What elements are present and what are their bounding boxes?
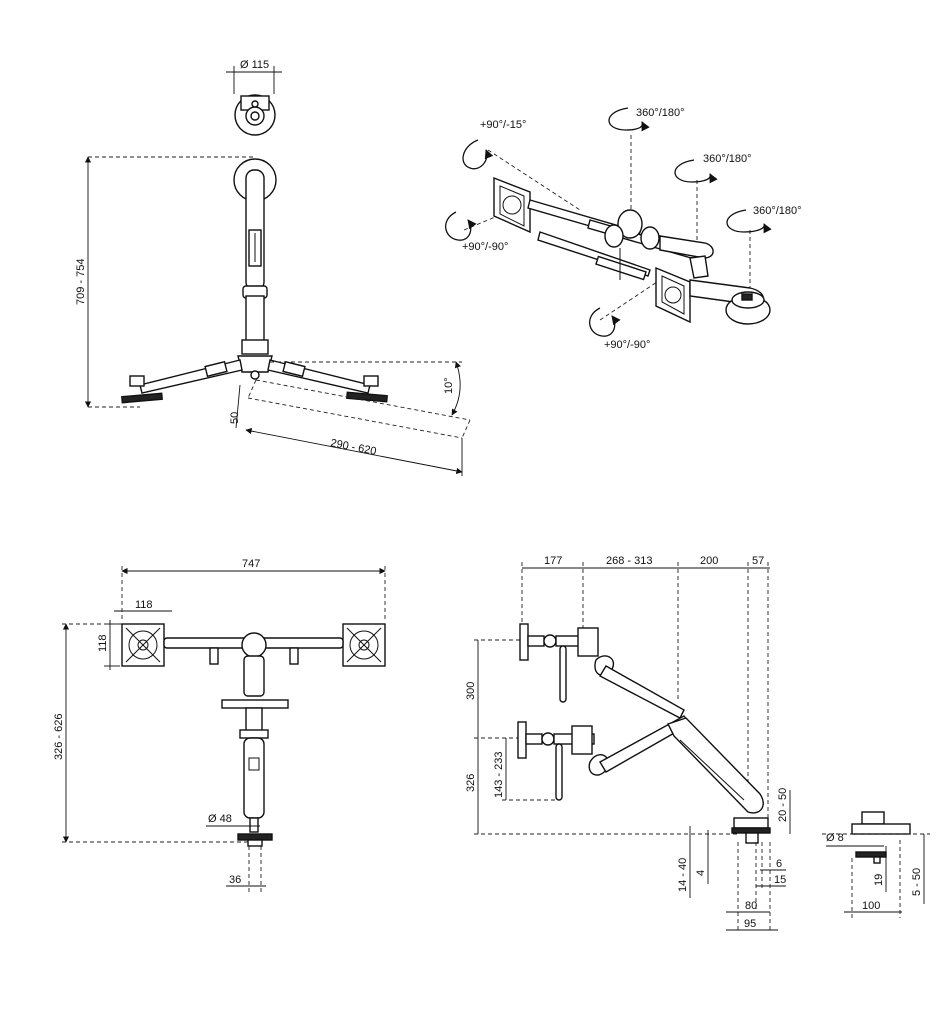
dim-177: 177 [544, 555, 562, 567]
dim-6: 6 [776, 858, 782, 870]
rotation-arrow-icon [674, 159, 718, 184]
dim-reach-290-620: 290 - 620 [329, 437, 377, 458]
dim-base-36: 36 [229, 874, 241, 886]
dim-height-709-754: 709 - 754 [75, 259, 87, 305]
dim-vesa-width-118: 118 [135, 599, 153, 611]
arm-top-view-icon [121, 158, 388, 404]
desk-clamp-icon [725, 291, 771, 325]
tilt-arrow-icon [462, 139, 494, 170]
label-tilt-left: +90°/-90° [462, 241, 508, 253]
dim-57: 57 [752, 555, 764, 567]
dim-143-233: 143 - 233 [493, 752, 505, 798]
tilt-arrow-icon [589, 307, 621, 337]
dim-80: 80 [745, 900, 757, 912]
isometric-view: 360°/180° 360°/180° 360°/180° +90°/-15° … [445, 107, 802, 351]
dim-clamp-20-50: 20 - 50 [777, 788, 789, 822]
dim-desk-14-40: 14 - 40 [677, 858, 689, 892]
dim-95: 95 [744, 918, 756, 930]
label-rotation-top: 360°/180° [636, 107, 685, 119]
upper-mount-icon [519, 623, 685, 719]
dim-326: 326 [465, 774, 477, 792]
tilt-arrow-icon [445, 211, 477, 241]
front-view: 747 118 118 326 - 626 [53, 558, 386, 892]
dim-height-326-626: 326 - 626 [53, 714, 65, 760]
vesa-plate-icon [342, 623, 386, 667]
dim-268-313: 268 - 313 [606, 555, 652, 567]
label-tilt-bottom: +90°/-90° [604, 339, 650, 351]
dim-15: 15 [774, 874, 786, 886]
side-view: 177 268 - 313 200 57 300 326 143 - 233 [465, 555, 791, 931]
dim-100: 100 [862, 900, 880, 912]
vesa-plate-icon [493, 176, 531, 234]
desk-clamp-side-icon [731, 817, 771, 844]
dim-200: 200 [700, 555, 718, 567]
desk-clamp-top-icon [234, 94, 276, 136]
top-view: Ø 115 709 - 754 [75, 59, 471, 476]
vesa-plate-icon [655, 266, 691, 324]
dim-depth-50: 50 [229, 412, 241, 424]
dim-4: 4 [695, 870, 707, 876]
dim-diameter-115: Ø 115 [240, 59, 269, 71]
dim-range-5-50: 5 - 50 [911, 868, 923, 896]
rotation-arrow-icon [726, 209, 772, 234]
dim-bolt-diameter-8: Ø 8 [826, 832, 844, 844]
dim-19: 19 [873, 874, 885, 886]
dim-pole-diameter-48: Ø 48 [208, 813, 232, 825]
label-rotation-mid: 360°/180° [703, 153, 752, 165]
lower-mount-icon [517, 715, 692, 801]
label-tilt-upper: +90°/-15° [480, 119, 526, 131]
vesa-plate-icon [121, 623, 165, 667]
clamp-detail: Ø 8 19 5 - 50 100 [822, 811, 930, 918]
dim-width-747: 747 [242, 558, 260, 570]
dim-tilt-10: 10° [443, 377, 455, 394]
dim-vesa-height-118: 118 [97, 634, 109, 652]
label-rotation-right: 360°/180° [753, 205, 802, 217]
rotation-arrow-icon [608, 107, 650, 132]
dim-300: 300 [465, 682, 477, 700]
